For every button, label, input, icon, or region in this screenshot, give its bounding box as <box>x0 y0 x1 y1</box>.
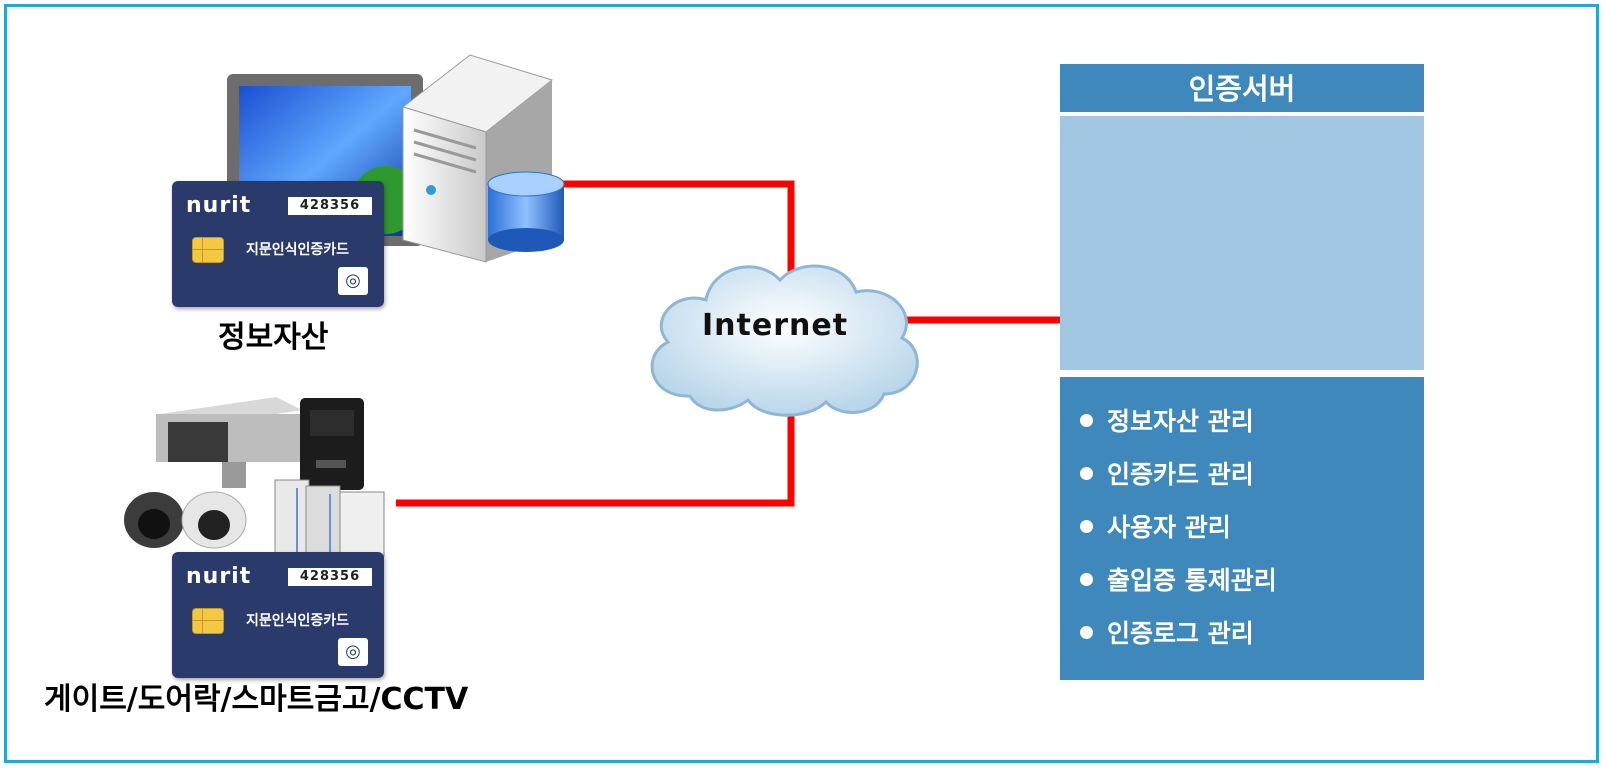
chip-icon <box>192 608 224 634</box>
internet-label: Internet <box>702 308 849 343</box>
card-number: 428356 <box>288 197 372 215</box>
list-item: 사용자 관리 <box>1060 501 1424 554</box>
network-links <box>396 180 1062 507</box>
card-brand: nurit <box>186 564 252 589</box>
chip-icon <box>192 237 224 263</box>
fingerprint-icon: ◎ <box>338 267 368 295</box>
link-asset-to-internet <box>552 180 795 300</box>
auth-server-image-area <box>1060 114 1424 370</box>
bullet-icon <box>1080 466 1093 480</box>
card-text: 지문인식인증카드 <box>246 613 350 629</box>
gate-icon <box>274 479 385 557</box>
bullet-icon <box>1080 413 1093 427</box>
dome-camera-icon <box>124 491 247 549</box>
bullet-icon <box>1080 625 1093 639</box>
gate-devices-label: 게이트/도어락/스마트금고/CCTV <box>44 682 469 717</box>
fingerprint-icon: ◎ <box>338 638 368 666</box>
cctv-camera-icon <box>156 397 302 488</box>
list-item: 정보자산 관리 <box>1060 395 1424 448</box>
auth-server-function-list: 정보자산 관리 인증카드 관리 사용자 관리 출입증 통제관리 인증로그 관리 <box>1060 377 1424 680</box>
card-text: 지문인식인증카드 <box>246 242 350 258</box>
bullet-icon <box>1080 572 1093 586</box>
card-number: 428356 <box>288 568 372 586</box>
link-gate-to-internet <box>396 390 795 507</box>
bullet-icon <box>1080 519 1093 533</box>
auth-card: nurit 428356 지문인식인증카드 ◎ <box>172 552 384 678</box>
door-lock-icon <box>300 398 364 490</box>
database-icon <box>487 171 565 252</box>
auth-card: nurit 428356 지문인식인증카드 ◎ <box>172 181 384 307</box>
list-item: 출입증 통제관리 <box>1060 554 1424 607</box>
list-item: 인증카드 관리 <box>1060 448 1424 501</box>
info-asset-label: 정보자산 <box>218 320 329 355</box>
internet-cloud-icon <box>650 264 919 417</box>
auth-server-title: 인증서버 <box>1060 64 1424 112</box>
list-item: 인증로그 관리 <box>1060 607 1424 660</box>
card-brand: nurit <box>186 193 252 218</box>
outer-frame <box>4 4 1599 763</box>
